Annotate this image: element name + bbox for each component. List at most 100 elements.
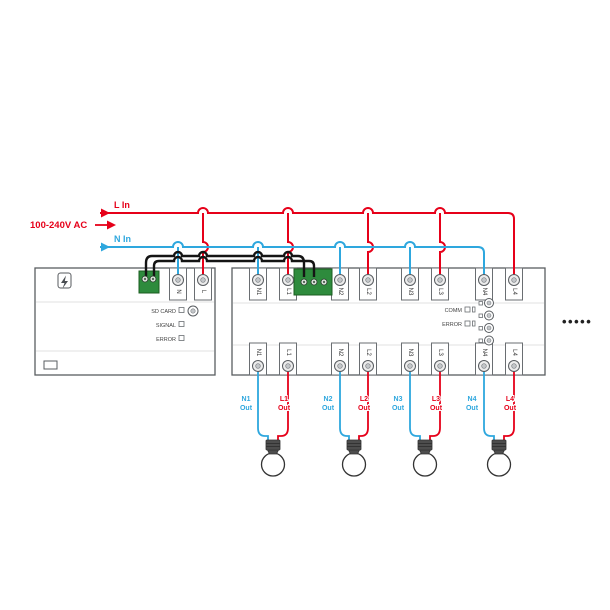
live-bus-main (100, 207, 515, 276)
terminal-label: N4 (481, 288, 487, 296)
relay-module (231, 267, 546, 376)
power-icon-frame (57, 272, 72, 289)
terminal-label: L3 (437, 288, 443, 295)
n2-out-wire (339, 366, 350, 443)
terminal-label: N3 (407, 349, 413, 357)
live-flow-arrow-icon (101, 208, 110, 218)
n1-out-suffix: Out (240, 405, 253, 412)
n2-out-suffix: Out (322, 405, 335, 412)
bulb-neck (492, 449, 506, 455)
terminal-label: N1 (255, 288, 261, 296)
comm-led (464, 306, 471, 313)
l1-out-label: L1 (280, 396, 288, 403)
n4-out-label: N4 (468, 396, 477, 403)
signal-label: SIGNAL (156, 323, 176, 329)
bulb-neck (266, 449, 280, 455)
n3-out-suffix: Out (392, 405, 405, 412)
channel-3-led (478, 326, 483, 331)
neutral-output-labels: N1 Out N2 Out N3 Out N4 Out (239, 395, 480, 413)
bulb-glass (341, 452, 367, 477)
l1-out-suffix: Out (278, 405, 291, 412)
l4-out-label: L4 (506, 396, 514, 403)
error-label: ERROR (156, 337, 176, 343)
n4-out-suffix: Out (466, 405, 479, 412)
terminal-label: N2 (337, 349, 343, 357)
terminal-label-n: N (175, 289, 181, 293)
n3-out-wire (409, 366, 421, 443)
l2-out-wire (358, 366, 369, 443)
live-drop-l3 (439, 213, 446, 276)
neutral-flow-arrow-icon (101, 242, 110, 252)
lamp-1 (260, 439, 286, 477)
supply-labels: L In 100-240V AC N In (30, 200, 131, 252)
relay-module-body (231, 267, 546, 376)
relay-bottom-terminals: N1 L1 N2 L2 N3 L3 N4 L4 (249, 342, 523, 376)
n-in-label: N In (114, 234, 131, 244)
lamp-3 (412, 439, 438, 477)
live-output-wires (277, 366, 515, 443)
channel-1-led (478, 301, 483, 306)
terminal-label: L1 (285, 349, 291, 356)
bulb-neck (418, 449, 432, 455)
live-drop-l2 (367, 213, 374, 276)
terminal-label: L2 (365, 349, 371, 356)
live-bus-wires (100, 207, 515, 276)
relay-error-led (464, 320, 471, 327)
n1-out-label: N1 (242, 396, 251, 403)
terminal-label: L4 (511, 349, 517, 356)
relay-error-label: ERROR (442, 322, 462, 328)
usb-port (43, 360, 58, 370)
link-cable-2 (152, 255, 316, 277)
l3-out-label: L3 (432, 396, 440, 403)
neutral-bus-main (100, 241, 485, 276)
bulb-glass (260, 452, 286, 477)
relay-error-mark (472, 320, 476, 327)
power-supply-module (34, 267, 216, 376)
channel-2-led (478, 313, 483, 318)
power-link-cable (144, 250, 316, 277)
terminal-label: N3 (407, 288, 413, 296)
channel-2-button-dot (486, 313, 492, 318)
relay-top-terminals: N1 L1 N2 L2 N3 L3 N4 L4 (249, 267, 523, 301)
voltage-arrow-icon (107, 220, 116, 230)
n2-out-label: N2 (324, 396, 333, 403)
lamp-2 (341, 439, 367, 477)
power-module-indicators: SD CARD SIGNAL ERROR (151, 305, 199, 343)
terminal-label-l: L (200, 290, 206, 294)
neutral-output-wires (257, 366, 495, 443)
bulb-glass (486, 452, 512, 477)
l4-out-wire (503, 366, 515, 443)
sd-card-led (178, 307, 185, 313)
terminal-label: L1 (285, 288, 291, 295)
l2-out-suffix: Out (358, 405, 371, 412)
terminal-label: L4 (511, 288, 517, 295)
lamp-4 (486, 439, 512, 477)
sd-card-label: SD CARD (151, 309, 176, 315)
l3-out-suffix: Out (430, 405, 443, 412)
n4-out-wire (483, 366, 495, 443)
bulb-base (417, 439, 433, 451)
bulb-glass (412, 452, 438, 477)
n3-out-label: N3 (394, 396, 403, 403)
power-green-connector (138, 270, 160, 294)
more-modules-ellipsis: ••••• (562, 314, 592, 329)
channel-3-button-dot (486, 325, 492, 331)
live-drop-psu (202, 213, 209, 276)
terminal-label: L2 (365, 288, 371, 295)
live-drop-l1 (287, 213, 294, 276)
n1-out-wire (257, 366, 269, 443)
bulb-base (491, 439, 507, 451)
terminal-label: N2 (337, 288, 343, 296)
channel-4-led (478, 338, 483, 343)
l4-out-suffix: Out (504, 405, 517, 412)
bulb-neck (347, 449, 361, 455)
signal-led (178, 321, 185, 327)
bulb-base (346, 439, 362, 451)
voltage-label: 100-240V AC (30, 220, 87, 231)
l2-out-label: L2 (360, 396, 368, 403)
l3-out-wire (429, 366, 441, 443)
power-module-body (34, 267, 216, 376)
l1-out-wire (277, 366, 289, 443)
